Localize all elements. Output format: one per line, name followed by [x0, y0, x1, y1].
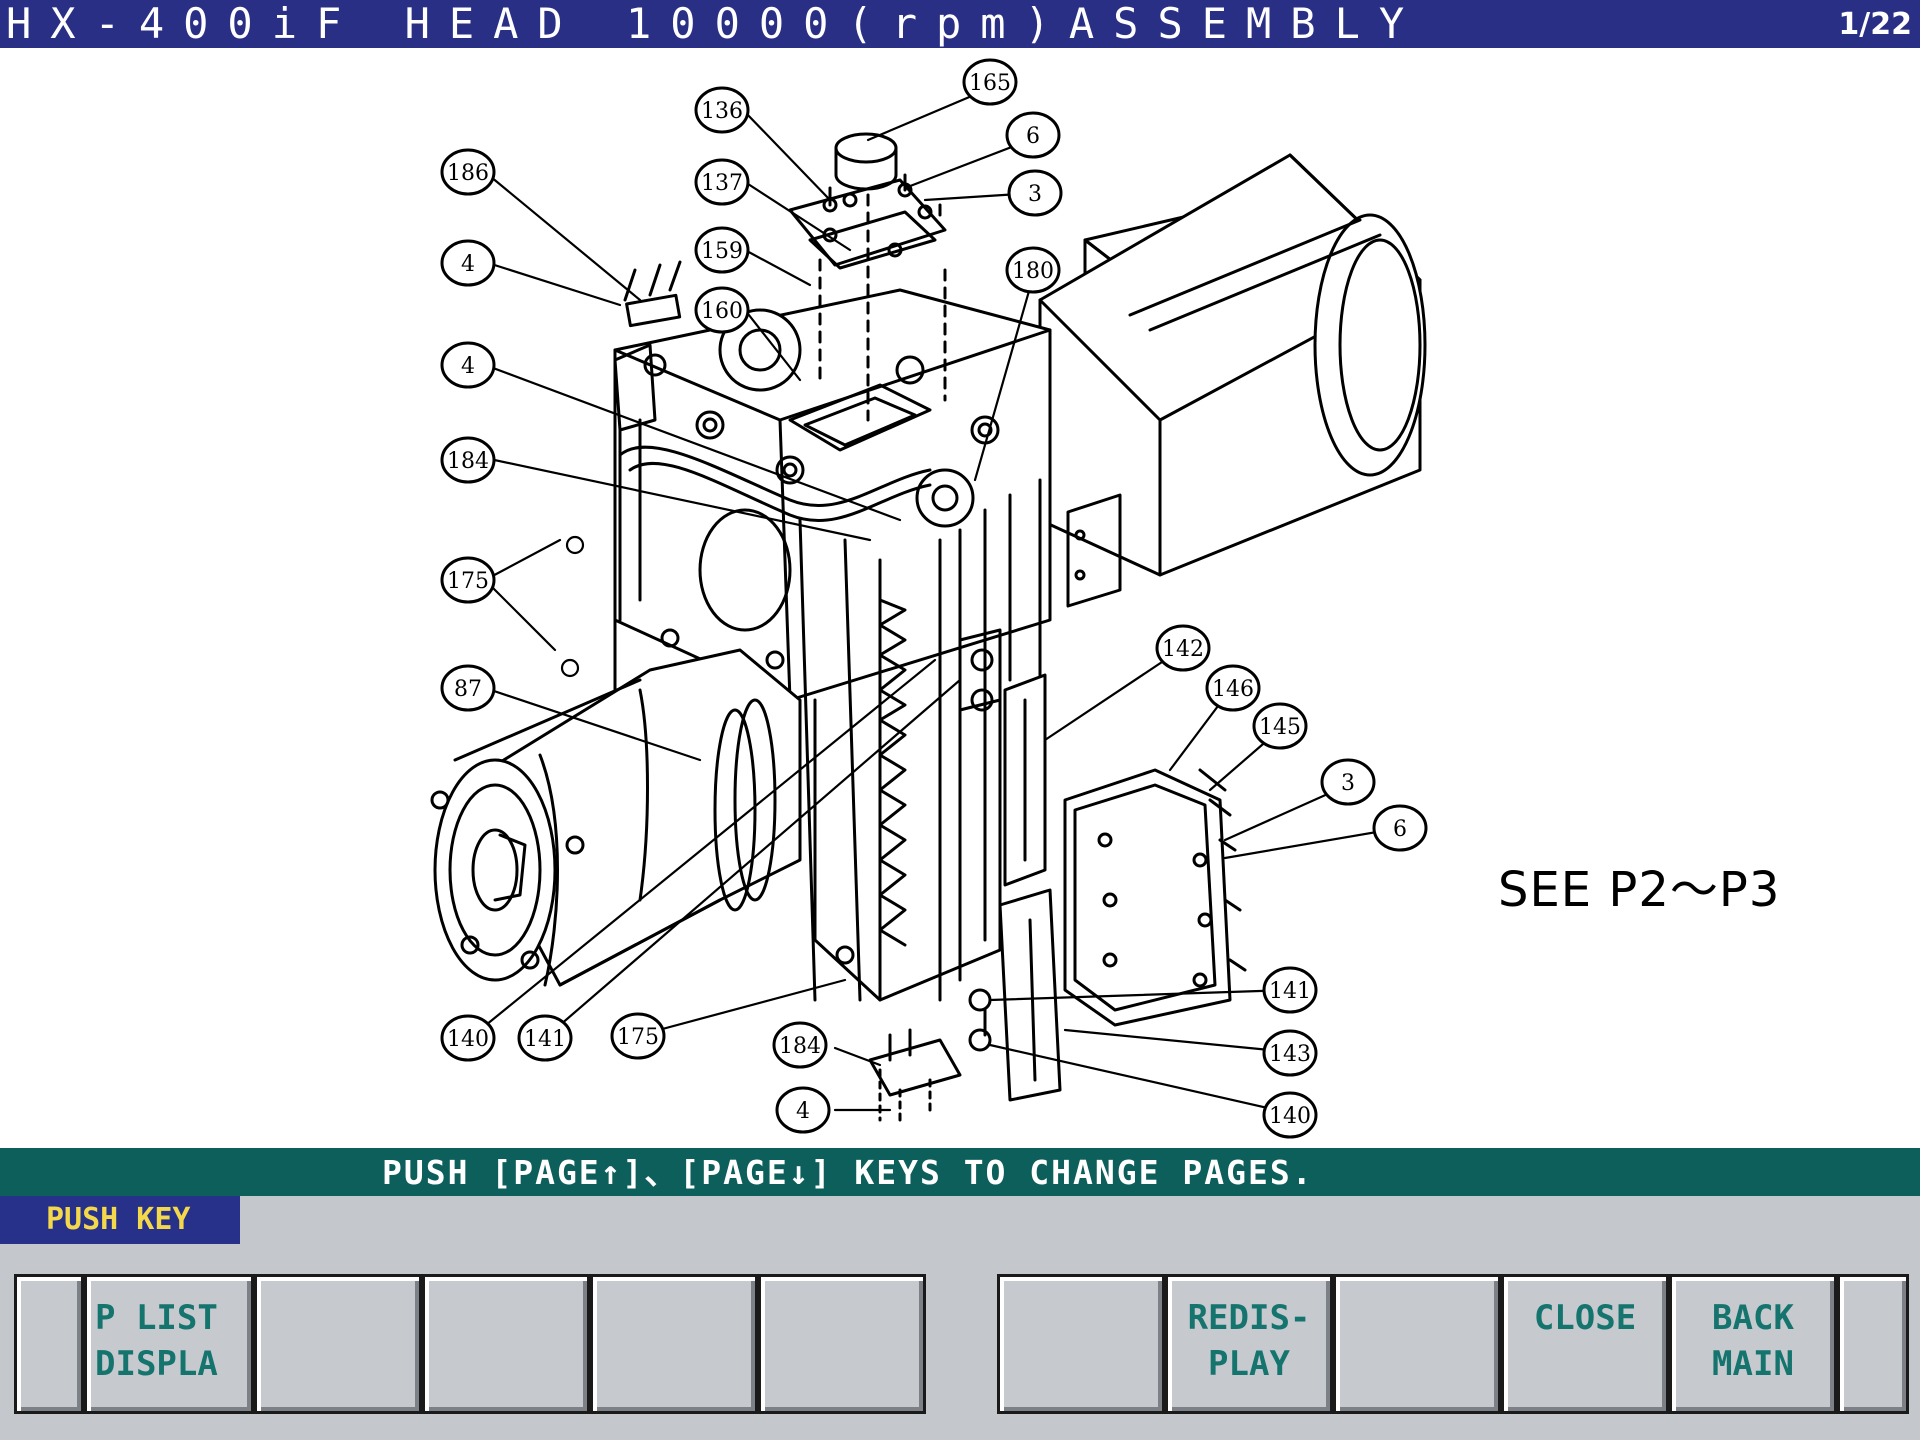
callout: 4 — [440, 341, 496, 389]
callout: 143 — [1262, 1029, 1318, 1077]
callouts: 165 136 6 3 137 186 4 159 180 160 4 184 … — [440, 58, 1428, 1139]
softkey-p-list-display[interactable]: P LIST DISPLA — [84, 1274, 254, 1414]
spindle-motor-right — [1038, 153, 1427, 608]
title-bar: HX-400iF HEAD 10000(rpm)ASSEMBLY 1/22 — [0, 0, 1920, 48]
callout: 140 — [440, 1014, 496, 1062]
svg-text:140: 140 — [447, 1027, 489, 1052]
svg-text:142: 142 — [1162, 637, 1204, 662]
see-pages-note: SEE P2～P3 — [1498, 862, 1781, 918]
svg-text:175: 175 — [617, 1025, 659, 1050]
callout: 4 — [775, 1086, 831, 1134]
svg-text:137: 137 — [701, 171, 743, 196]
callout: 3 — [1007, 169, 1063, 217]
callout: 184 — [440, 436, 496, 484]
page-change-hint: PUSH [PAGE↑]、[PAGE↓] KEYS TO CHANGE PAGE… — [382, 1153, 1314, 1192]
leader-lines — [468, 82, 1402, 1115]
softkey-close[interactable]: CLOSE — [1501, 1274, 1669, 1414]
callout: 175 — [610, 1012, 666, 1060]
softkey-blank-3[interactable] — [590, 1274, 758, 1414]
svg-text:6: 6 — [1393, 817, 1407, 842]
callout: 175 — [440, 556, 496, 604]
svg-text:3: 3 — [1028, 182, 1042, 207]
callout: 142 — [1155, 624, 1211, 672]
callout: 6 — [1005, 111, 1061, 159]
svg-text:145: 145 — [1259, 715, 1301, 740]
svg-text:146: 146 — [1212, 677, 1254, 702]
top-cover-plate — [623, 132, 947, 422]
softkey-blank-6[interactable] — [1333, 1274, 1501, 1414]
message-bar: PUSH [PAGE↑]、[PAGE↓] KEYS TO CHANGE PAGE… — [0, 1148, 1920, 1196]
callout: 186 — [440, 148, 496, 196]
svg-text:143: 143 — [1269, 1042, 1311, 1067]
bottom-bracket — [868, 1028, 962, 1122]
drawing-canvas: 165 136 6 3 137 186 4 159 180 160 4 184 … — [430, 58, 1428, 1139]
svg-text:3: 3 — [1341, 771, 1355, 796]
callout: 137 — [694, 158, 750, 206]
callout: 136 — [694, 86, 750, 134]
svg-text:141: 141 — [1269, 979, 1311, 1004]
svg-text:136: 136 — [701, 99, 743, 124]
svg-text:184: 184 — [447, 449, 489, 474]
side-cover-panel — [1063, 768, 1247, 1027]
callout: 87 — [440, 664, 496, 712]
callout: 140 — [1262, 1091, 1318, 1139]
callout: 184 — [772, 1021, 828, 1069]
svg-text:4: 4 — [796, 1099, 810, 1124]
svg-text:4: 4 — [461, 354, 475, 379]
svg-text:184: 184 — [779, 1034, 821, 1059]
callout: 4 — [440, 239, 496, 287]
svg-text:186: 186 — [447, 161, 489, 186]
svg-text:4: 4 — [461, 252, 475, 277]
callout: 6 — [1372, 804, 1428, 852]
screen-title: HX-400iF HEAD 10000(rpm)ASSEMBLY — [6, 0, 1424, 48]
callout: 146 — [1205, 664, 1261, 712]
softkey-next-menu[interactable] — [1837, 1274, 1909, 1414]
callout: 3 — [1320, 758, 1376, 806]
softkey-blank-4[interactable] — [758, 1274, 926, 1414]
svg-text:6: 6 — [1026, 124, 1040, 149]
callout: 165 — [962, 58, 1018, 106]
svg-text:160: 160 — [701, 299, 743, 324]
svg-text:180: 180 — [1012, 259, 1054, 284]
spindle-lower-left — [430, 648, 802, 987]
callout: 141 — [517, 1014, 573, 1062]
callout: 141 — [1262, 966, 1318, 1014]
svg-text:140: 140 — [1269, 1104, 1311, 1129]
svg-text:87: 87 — [454, 677, 482, 702]
callout: 159 — [694, 226, 750, 274]
softkey-back-main[interactable]: BACK MAIN — [1669, 1274, 1837, 1414]
svg-text:175: 175 — [447, 569, 489, 594]
status-strip: PUSH KEY — [0, 1196, 1920, 1244]
svg-text:141: 141 — [524, 1027, 566, 1052]
push-key-prompt: PUSH KEY — [0, 1196, 240, 1244]
svg-text:159: 159 — [701, 239, 743, 264]
page-indicator: 1/22 — [1838, 7, 1912, 42]
softkey-prev-menu[interactable] — [14, 1274, 84, 1414]
softkey-bar: P LIST DISPLA REDIS- PLAY CLOSE BACK MAI… — [0, 1244, 1920, 1440]
callout: 160 — [694, 286, 750, 334]
assembly-drawing: 165 136 6 3 137 186 4 159 180 160 4 184 … — [0, 48, 1920, 1148]
softkey-blank-1[interactable] — [254, 1274, 422, 1414]
slide-plates — [968, 673, 1062, 1102]
svg-text:165: 165 — [969, 71, 1011, 96]
callout: 145 — [1252, 702, 1308, 750]
softkey-blank-2[interactable] — [422, 1274, 590, 1414]
softkey-blank-5[interactable] — [997, 1274, 1165, 1414]
callout: 180 — [1005, 246, 1061, 294]
softkey-redisplay[interactable]: REDIS- PLAY — [1165, 1274, 1333, 1414]
